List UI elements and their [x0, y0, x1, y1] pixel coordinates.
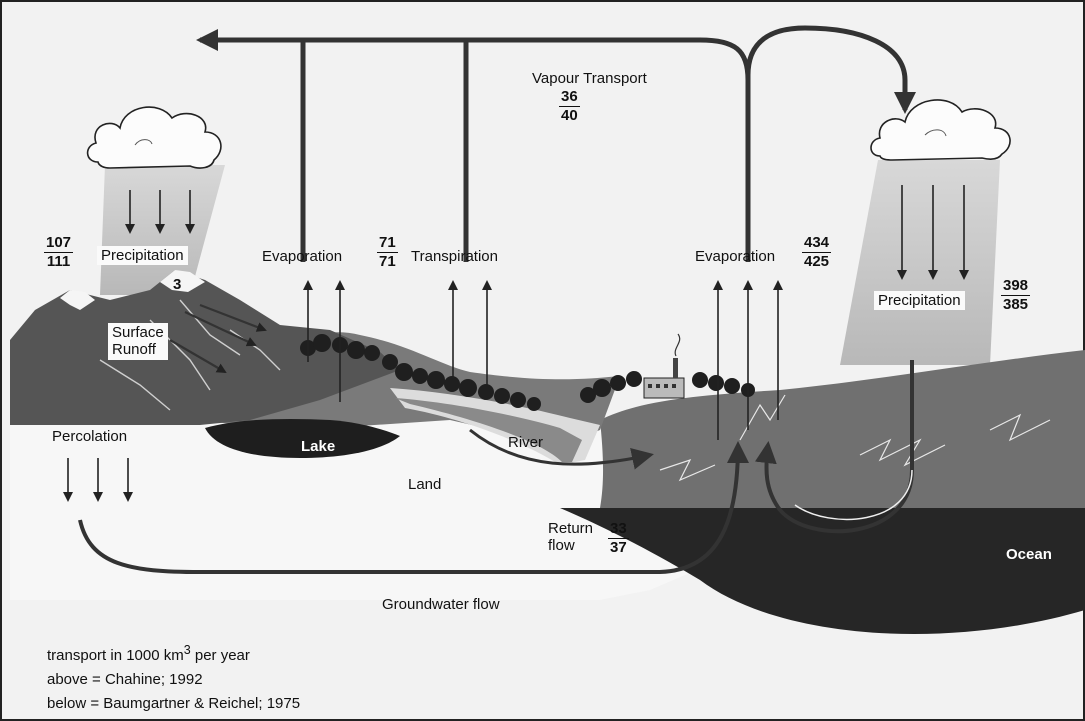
factory [644, 334, 684, 398]
land-label: Land [408, 476, 441, 493]
ocean-evaporation-below: 425 [802, 253, 831, 271]
transpiration-label: Transpiration [411, 248, 498, 265]
transpiration-vapour-line [303, 40, 466, 262]
land-evapotranspiration-above: 71 [377, 234, 398, 253]
ocean-precipitation-above: 398 [1001, 277, 1030, 296]
percolation-label: Percolation [52, 428, 127, 445]
ocean-label: Ocean [1006, 546, 1052, 563]
ocean-precipitation-flux: 398 385 [1001, 277, 1030, 314]
ocean-surface-water [600, 350, 1085, 508]
river-label: River [508, 434, 543, 451]
vapour-transport-label: Vapour Transport [532, 70, 647, 87]
ocean-evaporation-above: 434 [802, 234, 831, 253]
ocean-evaporation-flux: 434 425 [802, 234, 831, 271]
return-flow-line1: Return [548, 520, 593, 537]
land-evapotranspiration-below: 71 [377, 253, 398, 271]
return-flow-flux: 33 37 [608, 520, 629, 557]
surface-runoff-line1: Surface [112, 324, 164, 341]
legend-units: transport in 1000 km3 per year [47, 638, 300, 668]
return-flow-label: Return flow [548, 520, 593, 555]
lake-label: Lake [301, 438, 335, 455]
land-evaporation-label: Evaporation [262, 248, 342, 265]
groundwater-flow-label: Groundwater flow [382, 596, 500, 613]
surface-runoff-line2: Runoff [112, 341, 156, 358]
ocean-precipitation-label: Precipitation [874, 291, 965, 310]
legend-below: below = Baumgartner & Reichel; 1975 [47, 692, 300, 716]
vapour-transport-flux: 36 40 [559, 88, 580, 125]
legend: transport in 1000 km3 per year above = C… [47, 638, 300, 716]
vapour-transport-below: 40 [559, 107, 580, 125]
surface-runoff-label: Surface Runoff [108, 323, 168, 360]
legend-units-exponent: 3 [184, 643, 191, 657]
land-precipitation-below: 111 [44, 253, 73, 271]
return-flow-line2: flow [548, 537, 575, 554]
land-precipitation-flux: 107 111 [44, 234, 73, 271]
surface-runoff-value: 3 [173, 276, 181, 293]
land-rain-shaft [100, 165, 225, 295]
legend-above: above = Chahine; 1992 [47, 668, 300, 692]
ocean-precipitation-below: 385 [1001, 296, 1030, 314]
legend-units-prefix: transport in 1000 km [47, 647, 184, 664]
return-flow-above: 33 [608, 520, 629, 539]
land-precipitation-label: Precipitation [97, 246, 188, 265]
ocean-cloud [871, 100, 1010, 160]
land-cloud [88, 107, 221, 168]
land-precipitation-above: 107 [44, 234, 73, 253]
ocean-rain-shaft [840, 160, 1000, 365]
ocean-evaporation-label: Evaporation [695, 248, 775, 265]
land-evapotranspiration-flux: 71 71 [377, 234, 398, 271]
vapour-transport-above: 36 [559, 88, 580, 107]
return-flow-below: 37 [608, 539, 629, 557]
legend-units-suffix: per year [191, 647, 250, 664]
